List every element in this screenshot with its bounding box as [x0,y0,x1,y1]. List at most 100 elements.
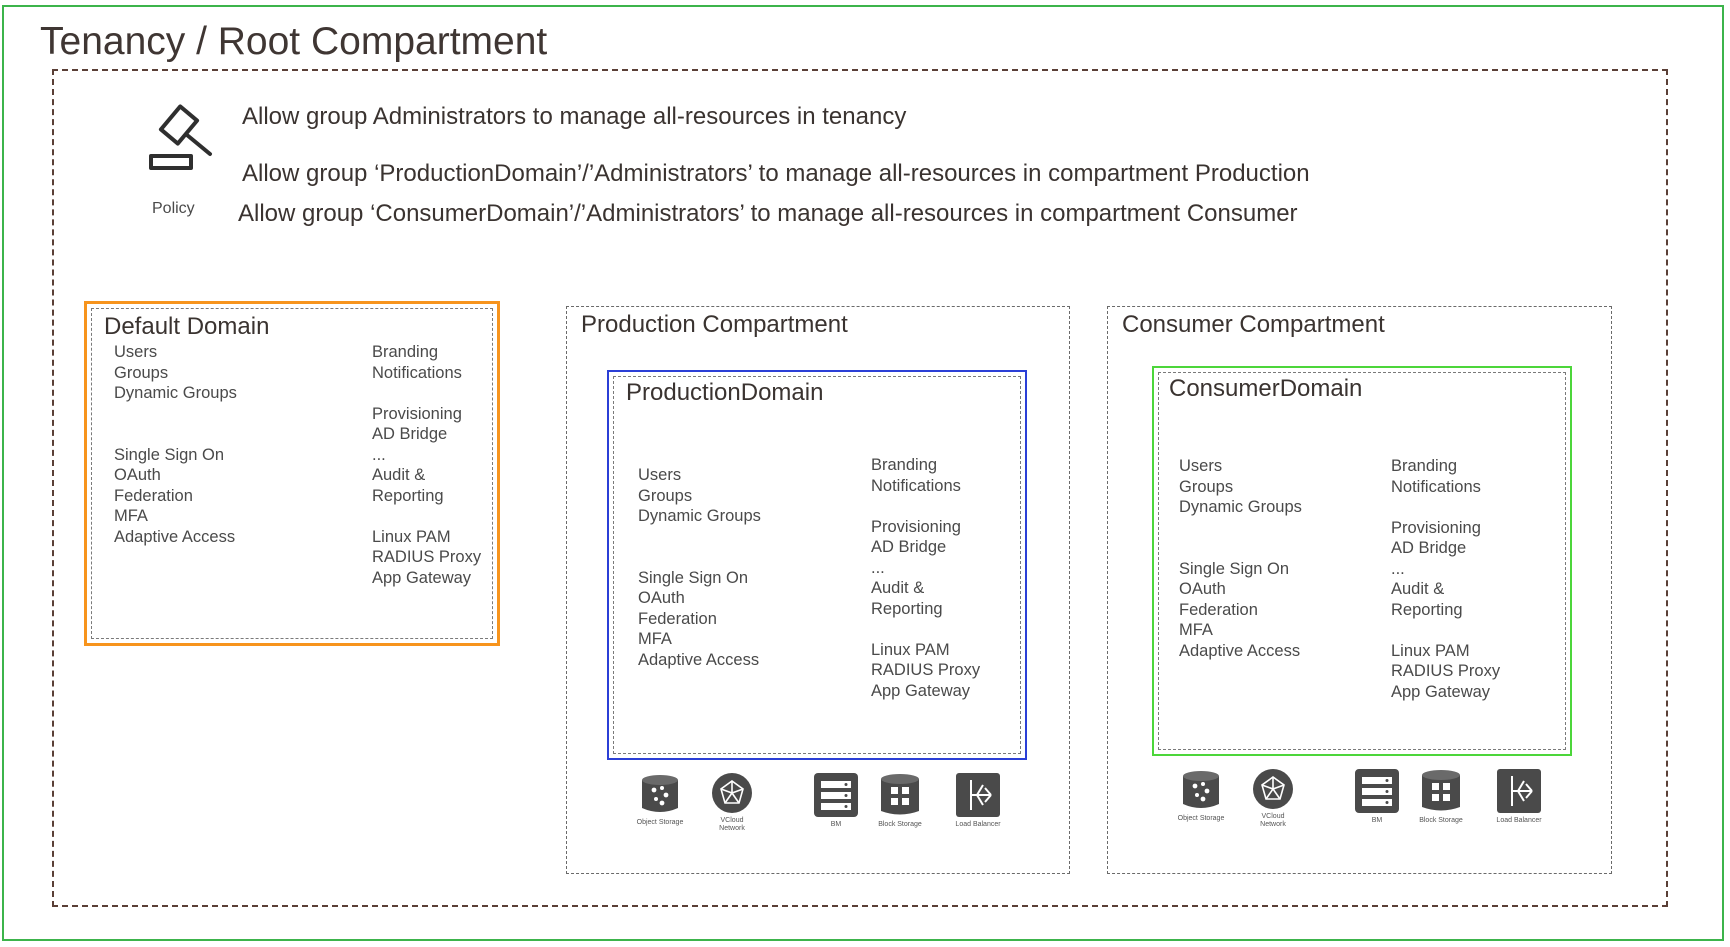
feature-item: ... [871,558,885,577]
feature-item: Dynamic Groups [114,384,237,402]
feature-spacer [1391,620,1500,641]
feature-spacer [1179,518,1302,539]
policy-statement-tenancy: Allow group Administrators to manage all… [242,103,907,130]
feature-item: Linux PAM [871,640,950,659]
production-compartment: Production Compartment ProductionDomain … [566,306,1070,874]
load-balancer-icon [1490,768,1548,814]
feature-item: Dynamic Groups [638,507,761,525]
feature-item: Provisioning [871,517,961,536]
feature-spacer [372,383,481,404]
bm-server-icon [807,772,865,818]
feature-item: Users [1179,457,1223,475]
feature-item: Audit & [871,579,925,597]
feature-item: MFA [1179,621,1213,639]
feature-spacer [638,547,761,568]
feature-item: AD Bridge [1391,539,1467,557]
consumer-compartment-title: Consumer Compartment [1122,311,1385,338]
service-label: VCloud Network [1260,813,1286,828]
feature-spacer [1179,538,1302,559]
feature-item: Adaptive Access [114,527,236,546]
feature-item: Users [638,466,682,484]
feature-item: Federation [114,486,193,505]
default-domain-title: Default Domain [104,313,270,340]
block-storage-icon [871,772,929,818]
feature-item: App Gateway [372,568,472,587]
feature-item: Adaptive Access [1179,641,1301,660]
feature-spacer [372,506,481,527]
feature-spacer [871,619,980,640]
feature-item: Provisioning [372,404,462,423]
consumer-compartment: Consumer Compartment ConsumerDomain User… [1107,306,1612,874]
service-object-storage: Object Storage [1172,768,1230,823]
service-label: BM [1371,817,1383,824]
production-domain-title: ProductionDomain [626,379,824,406]
service-bm-server: BM [807,772,865,829]
load-balancer-icon [949,772,1007,818]
production-domain-inner [613,376,1021,754]
service-label: Object Storage [1177,815,1225,822]
feature-item: Notifications [871,476,961,495]
feature-spacer [114,404,237,425]
feature-item: OAuth [1179,580,1226,598]
policy-statement-consumer: Allow group ‘ConsumerDomain’/’Administra… [238,200,1298,227]
feature-spacer [638,527,761,548]
service-block-storage: Block Storage [1412,768,1470,825]
service-label: Object Storage [636,819,684,826]
feature-item: OAuth [114,466,161,484]
feature-item: Groups [638,486,693,505]
feature-item: Notifications [372,363,462,382]
vcloud-network-icon [703,772,761,814]
service-label: VCloud Network [719,817,745,832]
feature-item: AD Bridge [871,538,947,556]
feature-item: Audit & [372,466,426,484]
policy-statement-production: Allow group ‘ProductionDomain’/’Administ… [242,160,1310,187]
production-services: Object Storage VCloud Network BM Block Stor… [567,772,1071,872]
gavel-icon [146,104,226,176]
feature-item: Groups [1179,477,1234,496]
outer-frame [2,5,1724,941]
feature-item: ... [372,445,386,464]
service-block-storage: Block Storage [871,772,929,829]
feature-item: Adaptive Access [638,650,760,669]
consumer-domain-title: ConsumerDomain [1169,375,1363,402]
tenancy-title: Tenancy / Root Compartment [40,20,548,63]
feature-spacer [1391,497,1500,518]
service-load-balancer: Load Balancer [1490,768,1548,825]
feature-item: RADIUS Proxy [871,661,981,679]
consumer-domain-inner [1158,372,1566,750]
feature-item: App Gateway [871,681,971,700]
production-compartment-title: Production Compartment [581,311,848,338]
service-label: Load Balancer [1496,817,1542,824]
service-object-storage: Object Storage [631,772,689,827]
consumer-services: Object Storage VCloud Network BM Block Stor… [1108,768,1613,868]
service-vcloud-network: VCloud Network [703,772,761,833]
feature-item: RADIUS Proxy [372,548,482,566]
service-label: Block Storage [1419,817,1463,824]
feature-spacer [871,496,980,517]
feature-item: RADIUS Proxy [1391,662,1501,680]
feature-item: App Gateway [1391,682,1491,701]
feature-item: Reporting [871,599,943,618]
tenancy-root-compartment [52,69,1668,907]
feature-item: Federation [1179,600,1258,619]
service-label: BM [830,821,842,828]
bm-server-icon [1348,768,1406,814]
object-storage-icon [631,772,689,816]
feature-item: ... [1391,559,1405,578]
feature-item: MFA [638,630,672,648]
service-load-balancer: Load Balancer [949,772,1007,829]
service-label: Block Storage [878,821,922,828]
policy-label: Policy [152,200,195,217]
service-vcloud-network: VCloud Network [1244,768,1302,829]
feature-item: Linux PAM [372,527,451,546]
feature-item: Audit & [1391,580,1445,598]
feature-spacer [114,424,237,445]
